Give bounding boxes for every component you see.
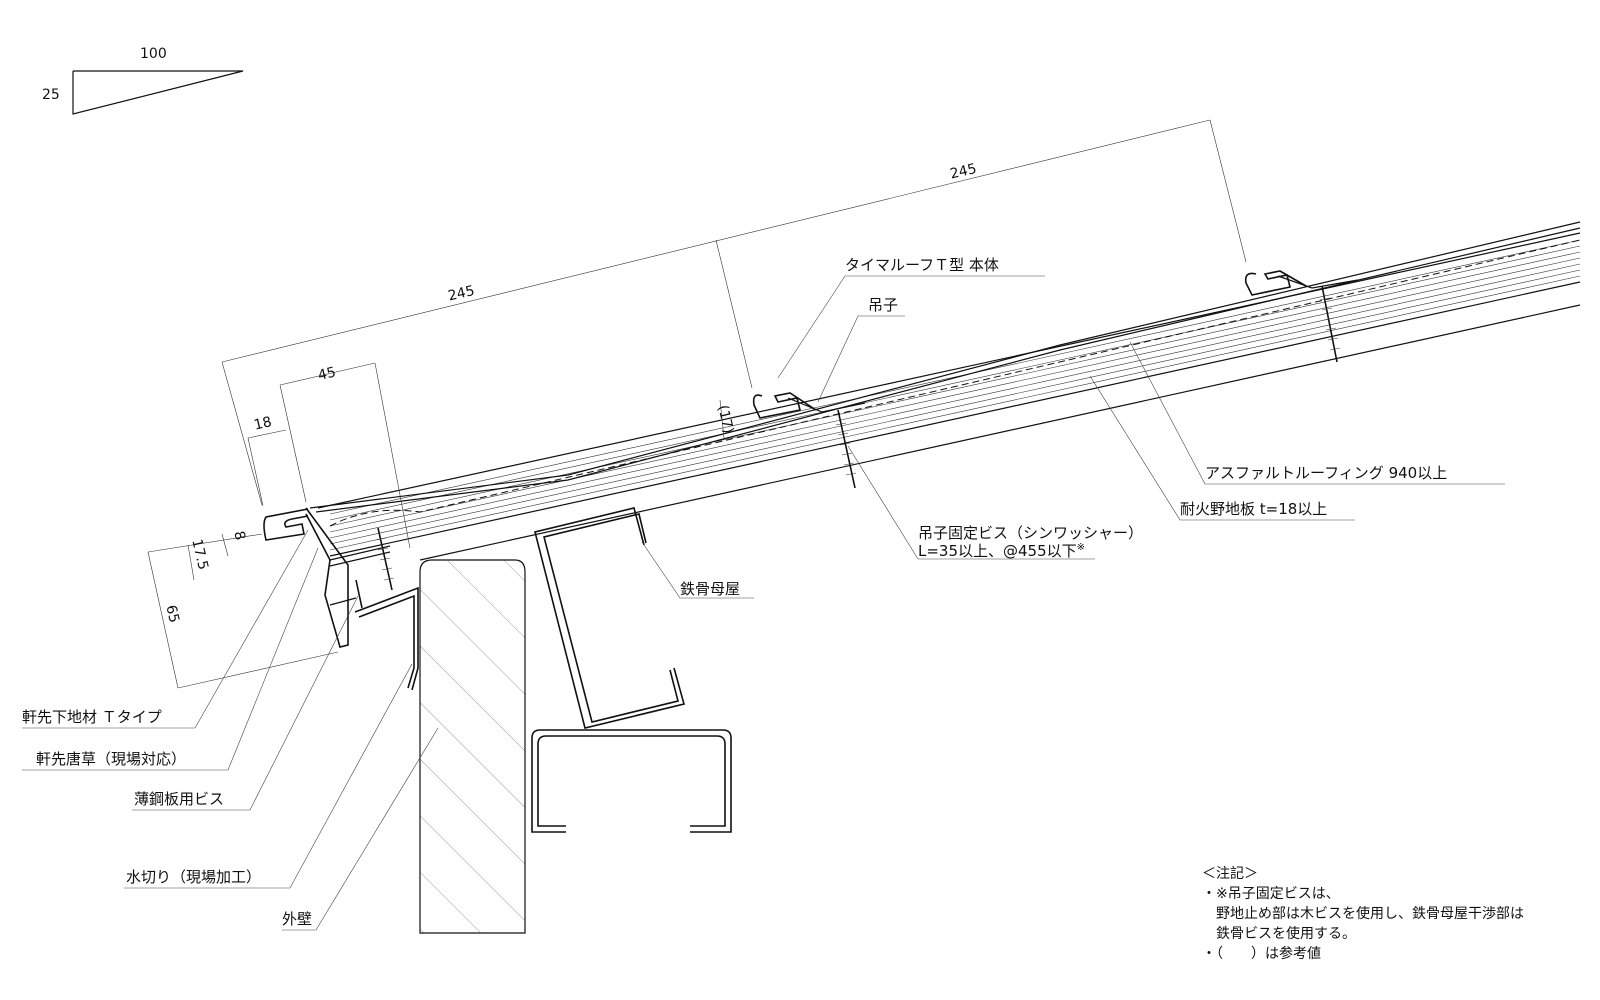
steel-beam-section: [531, 729, 732, 833]
clip-seam-2: [1244, 270, 1359, 296]
steel-purlin: [534, 507, 685, 729]
label-eave-karakusa: 軒先唐草（現場対応）: [36, 750, 186, 768]
label-outer-wall: 外壁: [282, 910, 312, 928]
dim-17-5: 17.5: [188, 538, 211, 572]
dim-65: 65: [162, 604, 182, 625]
dim-18: 18: [252, 414, 273, 434]
label-clip-screw-spec-text: L=35以上、@455以下: [918, 542, 1077, 560]
dim-pitch-2: 245: [949, 161, 979, 183]
notes-line-3: 鉄骨ビスを使用する。: [1216, 925, 1356, 942]
label-steel-plate-screw: 薄鋼板用ビス: [134, 790, 224, 808]
notes-line-1: ・※吊子固定ビスは、: [1202, 886, 1340, 902]
eave-screw: [375, 527, 395, 591]
notes-block: ＜注記＞ ・※吊子固定ビスは、 野地止め部は木ビスを使用し、鉄骨母屋干渉部は 鉄…: [1202, 865, 1524, 962]
notes-line-2: 野地止め部は木ビスを使用し、鉄骨母屋干渉部は: [1216, 905, 1524, 922]
label-flashing: 水切り（現場加工）: [126, 868, 261, 886]
label-clip: 吊子: [868, 296, 898, 314]
roof-panel-body: [309, 221, 1581, 513]
label-clip-screw: 吊子固定ビス（シンワッシャー）: [918, 524, 1143, 542]
label-eave-base: 軒先下地材 Ｔタイプ: [22, 708, 162, 726]
label-clip-screw-mark: ※: [1077, 542, 1085, 553]
label-steel-purlin: 鉄骨母屋: [680, 580, 740, 598]
slope-rise-text: 25: [42, 87, 60, 103]
label-timeroof-body: タイマルーフＴ型 本体: [845, 256, 999, 274]
eave-seam: [263, 508, 309, 541]
slope-indicator: 100 25: [42, 46, 244, 115]
eave-base-ttype: [305, 507, 391, 648]
steel-plate-screw: [355, 579, 363, 609]
notes-line-4: ・（ ）は参考値: [1202, 945, 1321, 962]
label-asphalt-roofing: アスファルトルーフィング 940以上: [1205, 464, 1447, 482]
dim-17-ref: (17): [714, 404, 736, 436]
slope-run-text: 100: [140, 46, 167, 62]
dim-8: 8: [230, 530, 248, 542]
dim-pitch-1: 245: [447, 283, 477, 305]
clip-screw-1: [835, 409, 857, 489]
flashing: [354, 586, 419, 691]
asphalt-roofing: [329, 239, 1581, 527]
clip-screw-2: [1319, 285, 1341, 363]
clip-seam-1: [752, 392, 866, 419]
label-sheathing: 耐火野地板 t=18以上: [1180, 500, 1327, 518]
notes-heading: ＜注記＞: [1202, 865, 1258, 882]
leader-lines: [22, 275, 1505, 931]
dimension-lines: [147, 119, 1247, 689]
fireproof-sheathing: [317, 232, 1581, 561]
dim-45: 45: [316, 364, 337, 384]
label-clip-screw-spec: L=35以上、@455以下※: [918, 542, 1085, 560]
outer-wall: [419, 559, 526, 934]
